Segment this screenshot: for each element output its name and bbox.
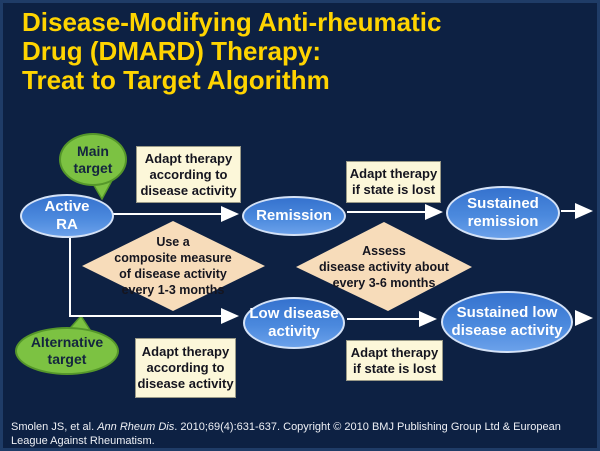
citation-journal: Ann Rheum Dis [97,421,175,433]
node-active-ra: Active RA [20,194,114,238]
citation-authors: Smolen JS, et al. [11,421,98,433]
node-sustained-low-disease-activity: Sustained low disease activity [441,291,573,353]
node-remission: Remission [242,196,346,236]
node-sustained-remission: Sustained remission [446,186,560,240]
box-adapt-if-lost-bottom: Adapt therapy if state is lost [346,340,443,381]
slide-title: Disease-Modifying Anti-rheumatic Drug (D… [22,7,442,95]
citation-rest: . 2010;69(4):631-637. Copyright © 2010 B… [11,421,561,447]
box-adapt-therapy-bottom: Adapt therapy according to disease activ… [135,338,236,398]
box-adapt-therapy-top: Adapt therapy according to disease activ… [136,146,241,203]
citation: Smolen JS, et al. Ann Rheum Dis. 2010;69… [11,420,597,448]
alternative-target-callout: Alternative target [15,327,119,375]
node-low-disease-activity: Low disease activity [243,297,345,349]
main-target-callout: Main target [59,133,127,186]
diamond-composite-measure-label: Use a composite measure of disease activ… [114,235,232,297]
diamond-assess-activity-label: Assess disease activity about every 3-6 … [319,244,449,290]
box-adapt-if-lost-top: Adapt therapy if state is lost [346,161,441,203]
